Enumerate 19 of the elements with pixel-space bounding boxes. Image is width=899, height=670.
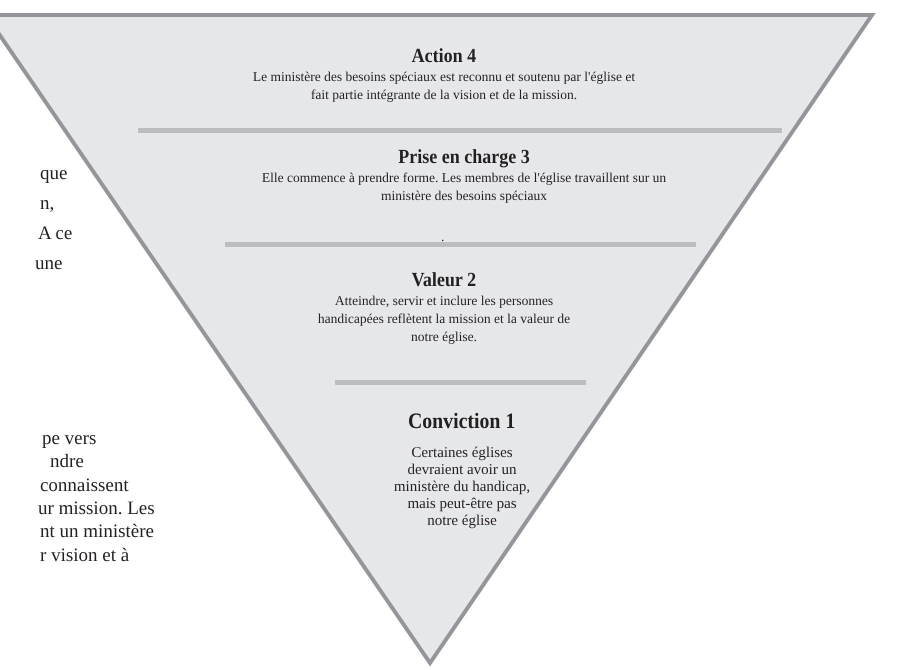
section-heading: Valeur 2 <box>412 268 476 292</box>
text-fragment: ur mission. Les <box>38 498 155 520</box>
text-fragment: A ce <box>38 223 72 245</box>
section-heading: Prise en charge 3 <box>398 145 530 169</box>
section-heading: Conviction 1 <box>408 409 516 433</box>
text-fragment: nt un ministère <box>40 521 154 543</box>
text-fragment: r vision et à <box>40 545 130 567</box>
text-fragment: que <box>40 163 68 185</box>
section-description: Le ministère des besoins spéciaux est reconnu et soutenu par l'église et fait partie intégrante de la vision et de la mission. <box>252 68 636 104</box>
section-description: Elle commence à prendre forme. Les membres de l'église travaillent sur un ministère des besoins spéciaux <box>260 169 668 205</box>
text-fragment: pe vers <box>42 428 96 450</box>
section-description: Certaines églises devraient avoir un ministère du handicap, mais peut-être pas notre église <box>392 445 532 530</box>
text-fragment: n, <box>40 193 54 215</box>
text-fragment: ndre <box>50 451 84 473</box>
section-description: Atteindre, servir et inclure les personnes handicapées reflètent la mission et la valeur de notre église. <box>316 292 572 346</box>
text-fragment: connaissent <box>40 475 129 497</box>
text-fragment: une <box>35 253 62 275</box>
punctuation-mark: . <box>441 228 444 246</box>
section-heading: Action 4 <box>412 44 476 68</box>
